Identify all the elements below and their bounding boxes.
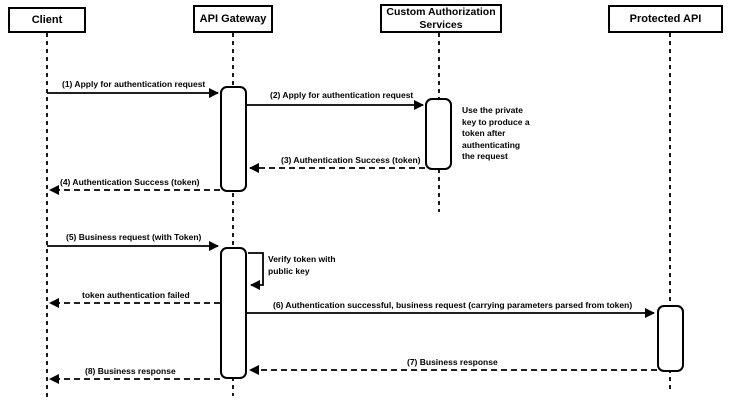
- actor-protected-api: Protected API: [608, 5, 723, 33]
- message-label-2: (2) Apply for authentication request: [270, 90, 414, 100]
- actor-api-gateway: API Gateway: [193, 5, 273, 33]
- activation-custom-authorization: [425, 98, 452, 170]
- message-label-7: (7) Business response: [407, 357, 498, 367]
- actor-custom-authorization-services-label: Custom Authorization Services: [386, 6, 496, 31]
- actor-api-gateway-label: API Gateway: [199, 13, 267, 25]
- actor-client: Client: [8, 7, 86, 33]
- actor-protected-api-label: Protected API: [629, 13, 702, 25]
- message-label-6: (6) Authentication successful, business …: [273, 300, 633, 310]
- message-label-8: (8) Business response: [85, 366, 176, 376]
- arrow-self-message: [248, 252, 264, 290]
- actor-client-label: Client: [31, 14, 63, 26]
- activation-api-gateway-2: [220, 247, 247, 379]
- message-label-5: (5) Business request (with Token): [66, 232, 202, 242]
- message-label-self: Verify token with public key: [268, 254, 336, 276]
- message-label-4: (4) Authentication Success (token): [60, 177, 200, 187]
- message-label-3: (3) Authentication Success (token): [281, 155, 421, 165]
- actor-custom-authorization-services: Custom Authorization Services: [380, 4, 502, 33]
- note-private-key: Use the private key to produce a token a…: [462, 105, 530, 161]
- activation-protected-api: [657, 305, 684, 372]
- activation-api-gateway-1: [220, 86, 247, 192]
- message-label-1: (1) Apply for authentication request: [62, 79, 206, 89]
- message-label-token-failed: token authentication failed: [82, 290, 190, 300]
